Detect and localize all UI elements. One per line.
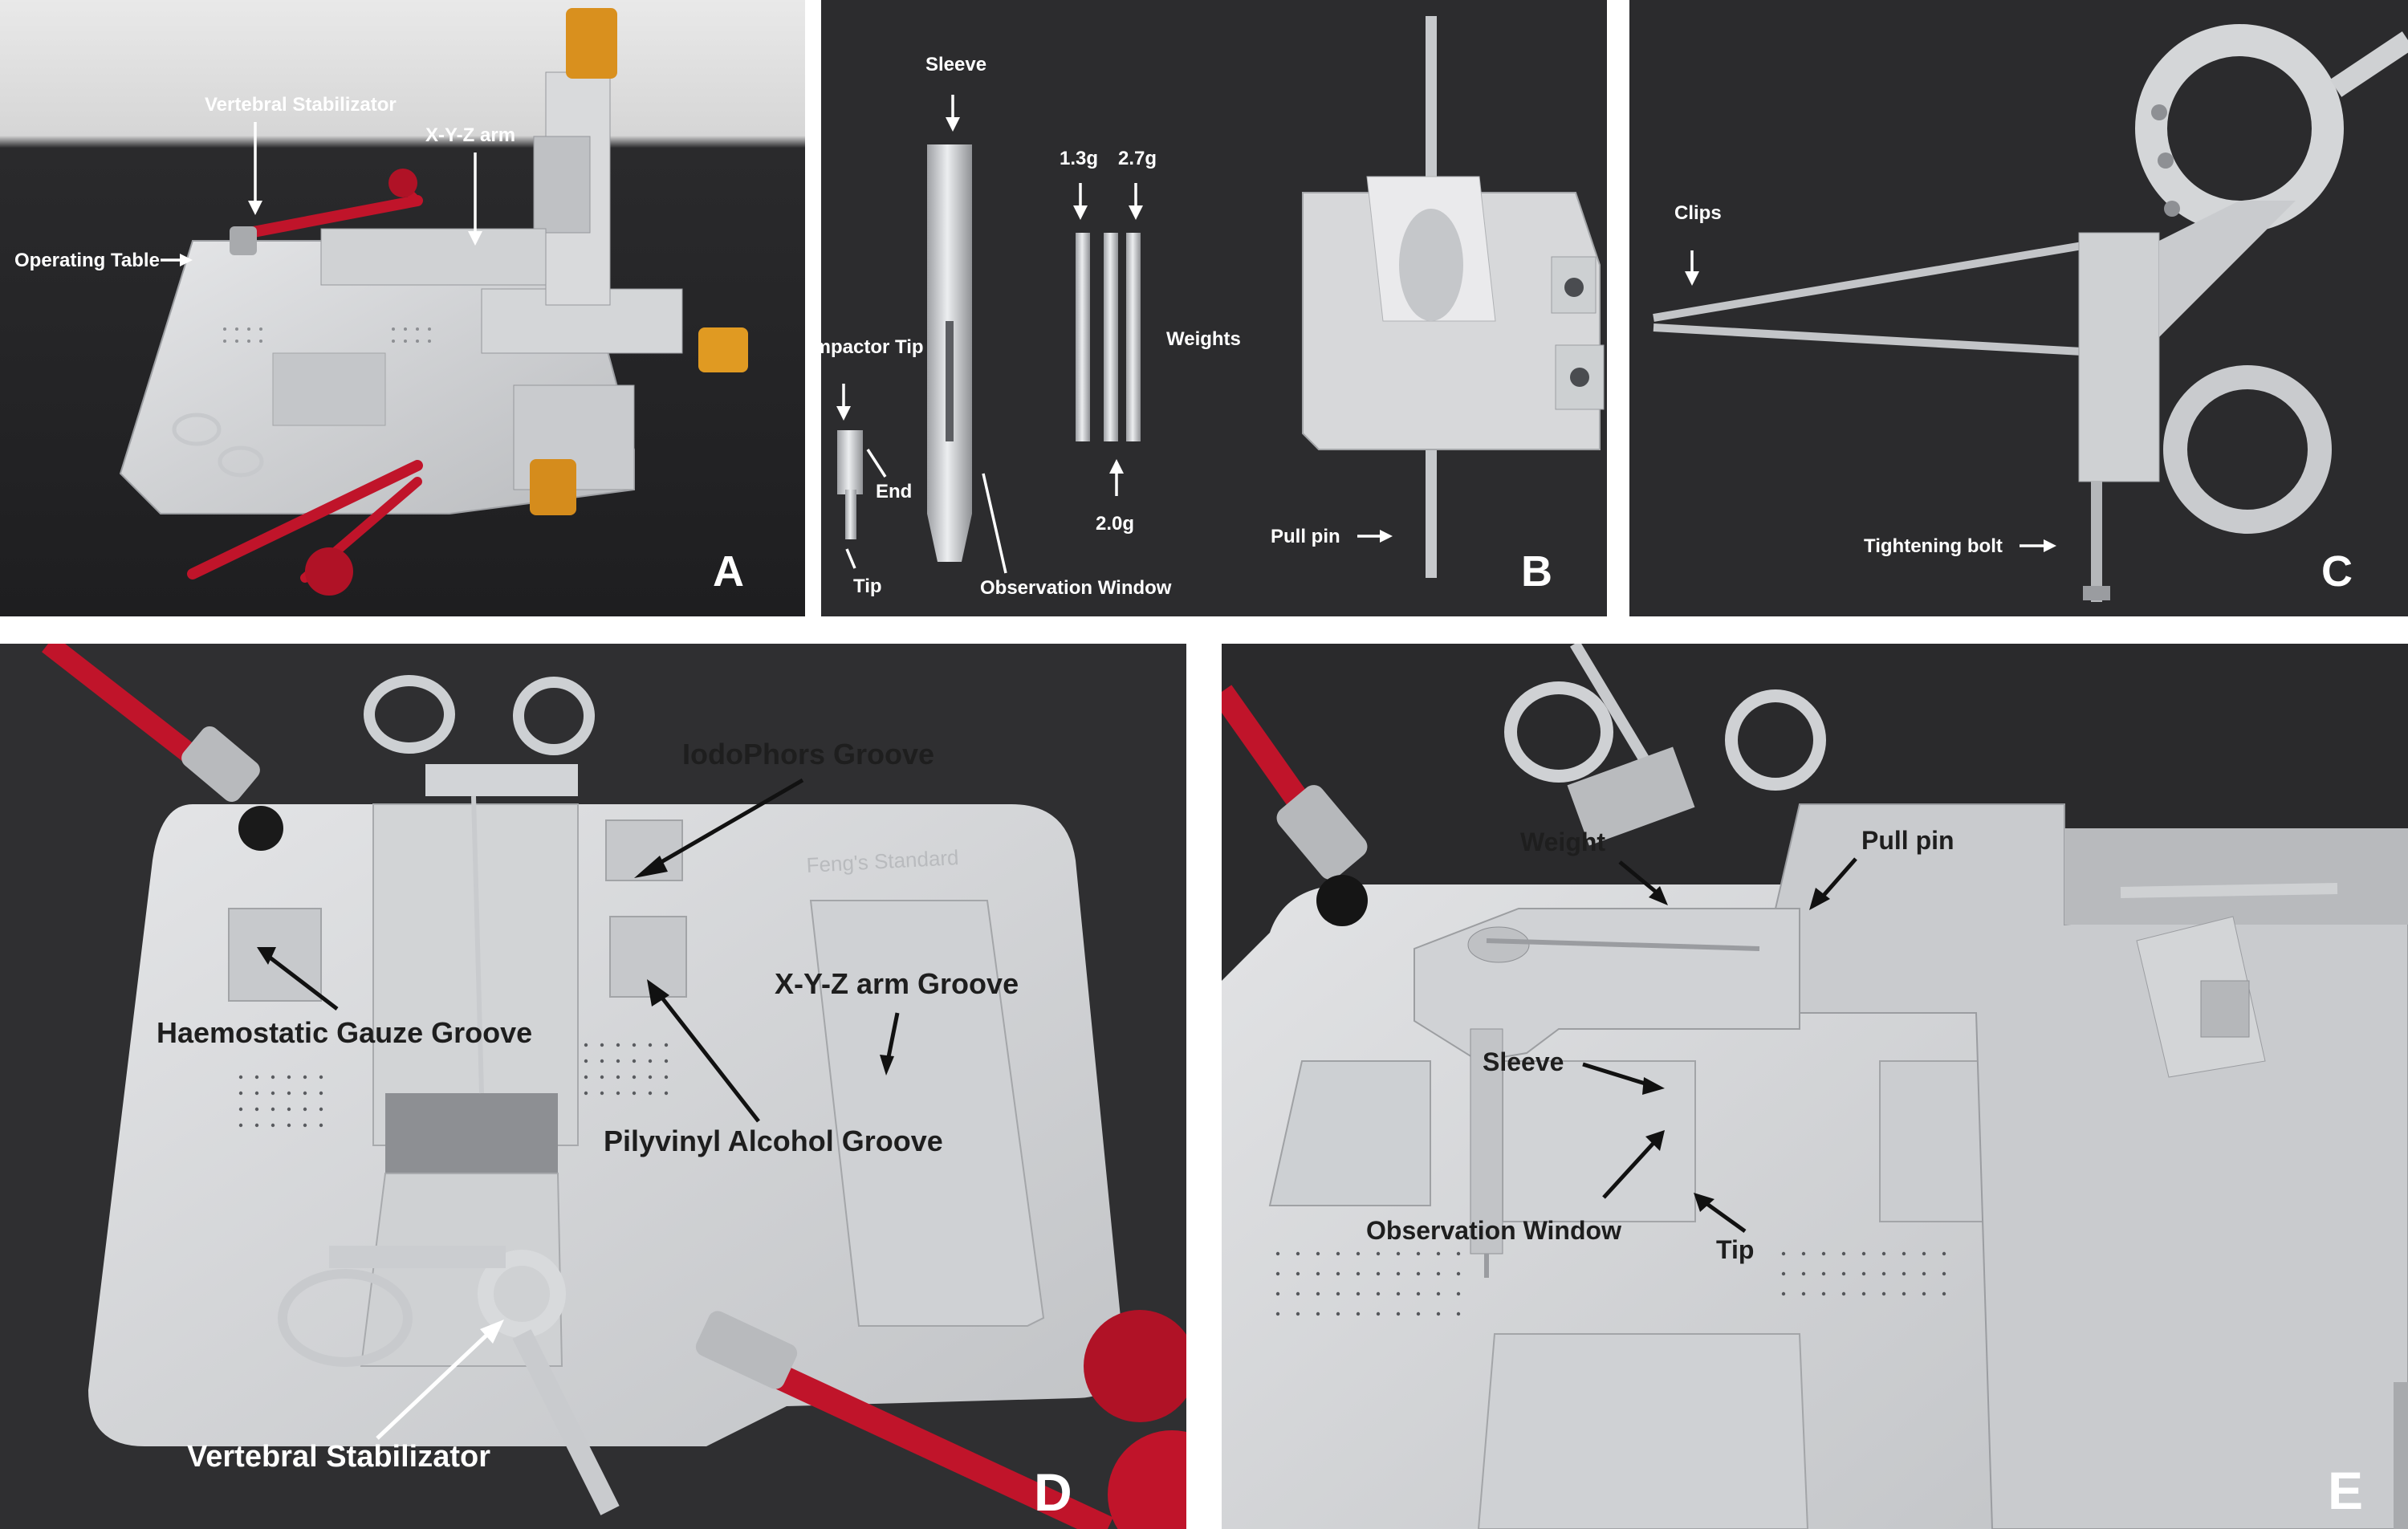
panel-e-annotations: Weight Pull pin Sleeve Observation Windo…: [1366, 826, 2363, 1520]
arrow: [885, 1012, 900, 1062]
panel-letter-c: C: [2321, 547, 2353, 596]
arrow: [267, 955, 339, 1011]
label-sleeve: Sleeve: [925, 54, 986, 75]
panel-d: Feng's Standard IodoPhors Groove Haemost…: [0, 644, 1186, 1529]
label-tip: Tip: [853, 575, 882, 597]
panel-c: Clips Tightening bolt C: [1629, 0, 2408, 616]
panel-c-annotations: Clips Tightening bolt C: [1674, 202, 2353, 596]
label-weight-1-3g: 1.3g: [1060, 148, 1098, 169]
label-end: End: [876, 481, 912, 502]
dot-grid: [238, 1043, 669, 1128]
label-vertebral-stabilizator: Vertebral Stabilizator: [205, 94, 397, 116]
panel-c-photo: [1629, 0, 2408, 616]
panel-d-annotations: IodoPhors Groove Haemostatic Gauze Groov…: [157, 738, 1072, 1522]
label-xyz-arm-groove: X-Y-Z arm Groove: [775, 967, 1019, 1000]
arrow: [866, 449, 887, 478]
label-weight-2-7g: 2.7g: [1118, 148, 1157, 169]
panel-e: Weight Pull pin Sleeve Observation Windo…: [1222, 644, 2408, 1529]
label-operating-table: Operating Table: [14, 250, 160, 271]
panel-a: Vertebral Stabilizator X-Y-Z arm Operati…: [0, 0, 805, 616]
arrow: [982, 473, 1007, 574]
label-clips: Clips: [1674, 202, 1722, 224]
dot-grid: [1275, 1251, 1946, 1316]
panel-b: Sleeve 1.3g 2.7g Impactor Tip Weights En…: [805, 0, 1607, 616]
label-weights: Weights: [1166, 328, 1241, 350]
label-observation-window: Observation Window: [1366, 1216, 1621, 1245]
label-sleeve: Sleeve: [1483, 1047, 1564, 1076]
panel-b-photo: [805, 0, 1607, 616]
label-haemostatic-gauze-groove: Haemostatic Gauze Groove: [157, 1016, 532, 1049]
label-pull-pin: Pull pin: [1271, 526, 1340, 547]
panel-letter-a: A: [713, 547, 744, 596]
label-vertebral-stabilizator: Vertebral Stabilizator: [187, 1440, 490, 1474]
label-iodophors-groove: IodoPhors Groove: [682, 738, 934, 771]
arrow: [1703, 1200, 1747, 1234]
label-pilyvinyl-alcohol-groove: Pilyvinyl Alcohol Groove: [604, 1124, 943, 1157]
arrow: [1582, 1062, 1651, 1088]
label-weight-2-0g: 2.0g: [1096, 513, 1134, 535]
panel-d-photo: Feng's Standard: [0, 644, 1186, 1529]
panel-letter-e: E: [2328, 1461, 2363, 1520]
panel-a-annotations: Vertebral Stabilizator X-Y-Z arm Operati…: [14, 94, 744, 596]
panel-letter-b: B: [1521, 547, 1552, 596]
arrow: [376, 1331, 491, 1440]
arrow: [649, 778, 804, 871]
label-observation-window: Observation Window: [980, 577, 1172, 599]
panel-b-annotations: Sleeve 1.3g 2.7g Impactor Tip Weights En…: [808, 54, 1552, 599]
label-weight: Weight: [1520, 828, 1605, 856]
label-pull-pin: Pull pin: [1861, 826, 1954, 855]
panel-letter-d: D: [1034, 1462, 1072, 1522]
label-tightening-bolt: Tightening bolt: [1864, 535, 2003, 557]
panel-a-photo: [0, 0, 805, 616]
arrow: [657, 991, 760, 1123]
arrow: [1618, 860, 1658, 894]
arrow: [1819, 857, 1857, 901]
arrow: [1602, 1140, 1657, 1199]
label-xyz-arm: X-Y-Z arm: [425, 124, 515, 146]
panel-e-photo: [1222, 644, 2408, 1529]
label-impactor-tip: Impactor Tip: [808, 336, 924, 358]
label-tip: Tip: [1716, 1235, 1754, 1264]
arrow: [845, 548, 856, 569]
